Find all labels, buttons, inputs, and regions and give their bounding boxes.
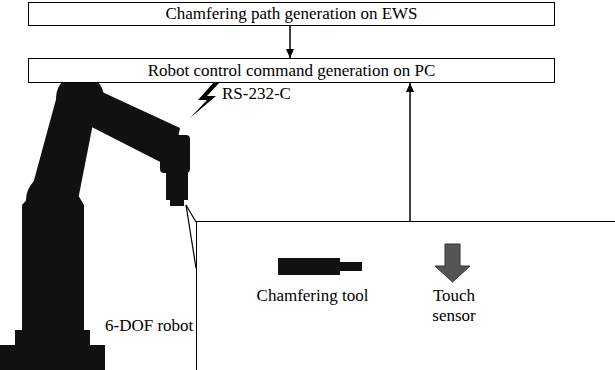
process-box: Robot control command generation on PC bbox=[28, 58, 555, 83]
chamfering-tool-icon bbox=[278, 258, 362, 275]
touch-sensor-icon bbox=[435, 244, 470, 282]
leader-line bbox=[186, 205, 196, 268]
robot-label: 6-DOF robot bbox=[104, 316, 194, 336]
flow-arrow bbox=[409, 83, 411, 221]
node-text: Chamfering path generation on EWS bbox=[165, 4, 417, 24]
wireless-symbol bbox=[190, 82, 220, 118]
node-text: Robot control command generation on PC bbox=[148, 61, 436, 81]
interface-label: RS-232-C bbox=[221, 84, 292, 104]
flow-arrow bbox=[289, 26, 291, 58]
node-text: Touch sensor bbox=[413, 286, 495, 325]
detail-panel: Chamfering tool Touch sensor bbox=[196, 221, 615, 370]
node-text: Chamfering tool bbox=[255, 286, 370, 306]
process-box: Chamfering path generation on EWS bbox=[28, 2, 555, 26]
